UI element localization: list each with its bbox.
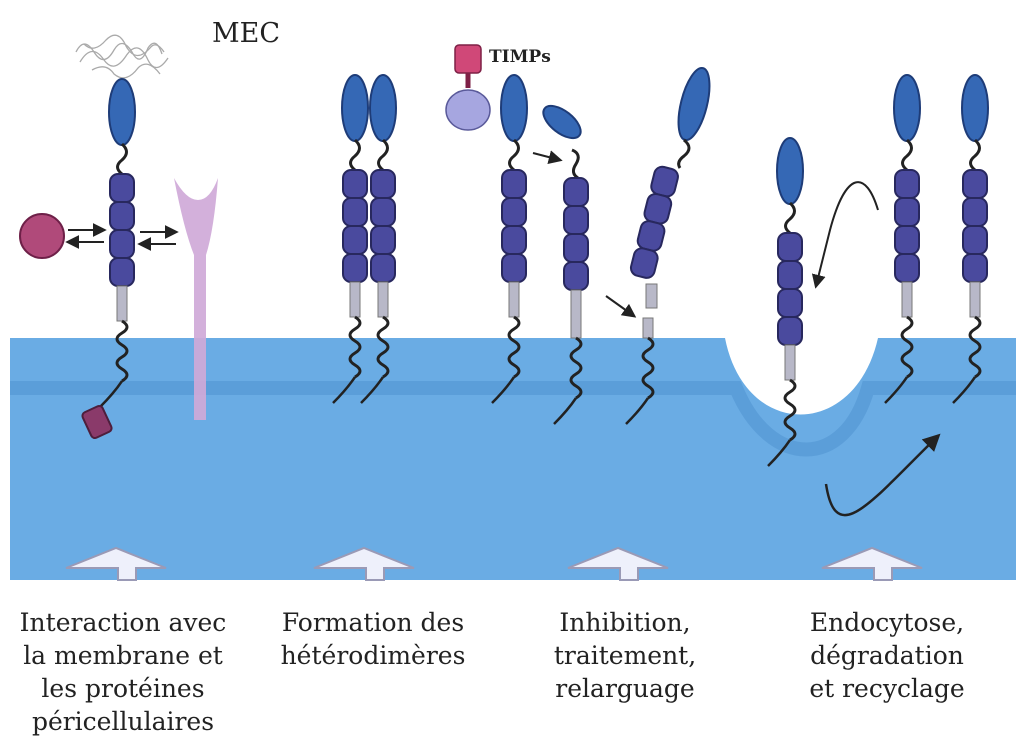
caption-line: traitement, — [540, 639, 710, 672]
caption-heterodimers: Formation des hétérodimères — [268, 606, 478, 672]
caption-line: Formation des — [268, 606, 478, 639]
timps-label: TIMPs — [489, 47, 551, 67]
caption-line: la membrane et — [8, 639, 238, 672]
timp-molecule — [446, 45, 490, 130]
shed-ectodomain — [629, 65, 715, 308]
release-arrow — [606, 296, 634, 316]
caption-line: dégradation — [792, 639, 982, 672]
caption-inhibition: Inhibition, traitement, relarguage — [540, 606, 710, 705]
cell-membrane — [10, 338, 1016, 580]
mec-label: MEC — [212, 18, 280, 49]
caption-line: relarguage — [540, 672, 710, 705]
caption-line: Endocytose, — [792, 606, 982, 639]
caption-interaction: Interaction avec la membrane et les prot… — [8, 606, 238, 738]
ligand-ball — [20, 214, 64, 258]
cleavage-arrow — [533, 153, 560, 160]
extracellular-matrix-fibers — [76, 35, 168, 78]
caption-line: Interaction avec — [8, 606, 238, 639]
caption-line: Inhibition, — [540, 606, 710, 639]
caption-line: péricellulaires — [8, 705, 238, 738]
caption-endocytosis: Endocytose, dégradation et recyclage — [792, 606, 982, 705]
internalization-arrow — [816, 182, 878, 286]
caption-line: et recyclage — [792, 672, 982, 705]
released-ectodomain-head — [538, 100, 586, 144]
caption-line: les protéines — [8, 672, 238, 705]
caption-line: hétérodimères — [268, 639, 478, 672]
